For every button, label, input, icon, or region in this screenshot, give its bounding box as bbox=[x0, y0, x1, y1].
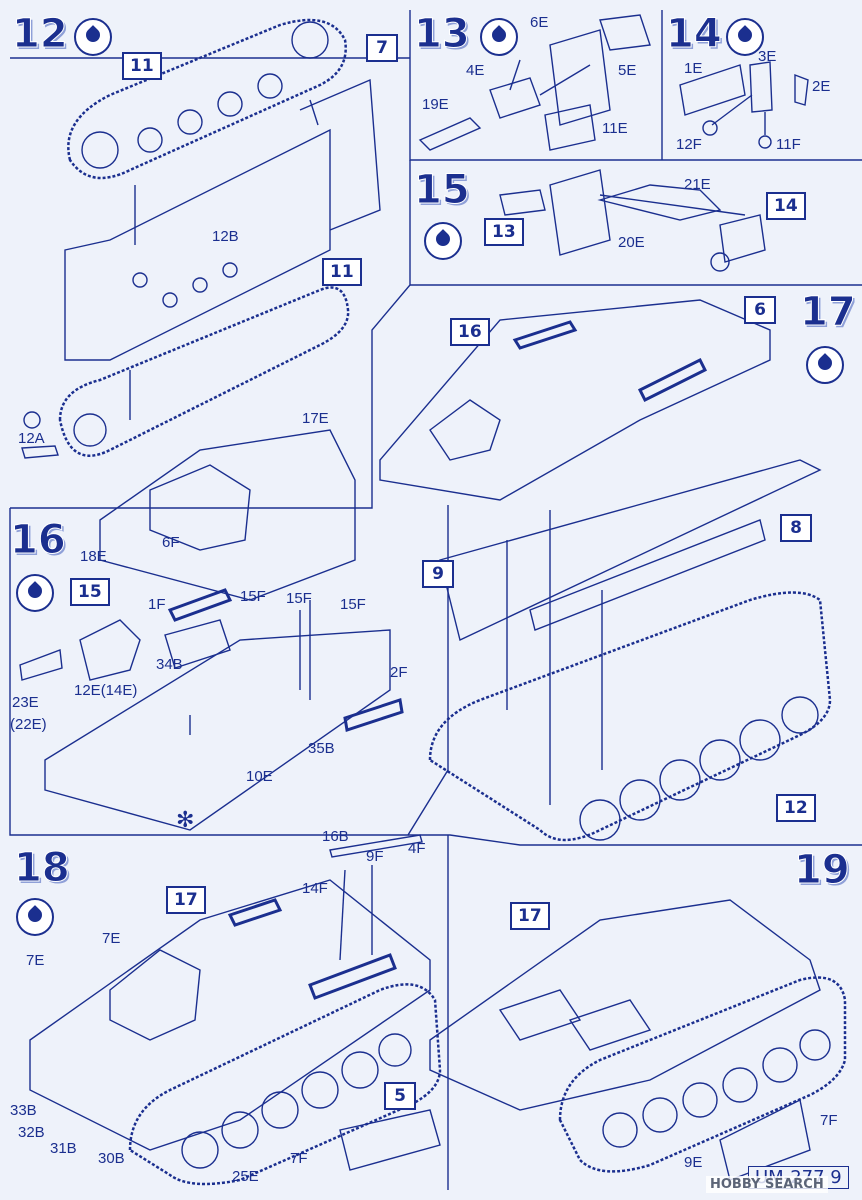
part-label: 7E bbox=[26, 952, 45, 969]
ref-box-6: 6 bbox=[744, 296, 776, 324]
step-number-18: 18 bbox=[14, 845, 71, 891]
part-label: 7F bbox=[290, 1150, 308, 1167]
part-label: 16B bbox=[322, 828, 349, 845]
paint-drop-icon bbox=[16, 574, 54, 612]
step14-drawing bbox=[679, 61, 809, 149]
part-label: 32B bbox=[18, 1124, 45, 1141]
part-label: 25E bbox=[232, 1168, 259, 1185]
part-label: 4E bbox=[466, 62, 485, 79]
part-label: 2F bbox=[390, 664, 408, 681]
part-label: 10E bbox=[246, 768, 273, 785]
part-label: 9F bbox=[366, 848, 384, 865]
ref-box-11: 11 bbox=[122, 52, 162, 80]
paint-drop-icon bbox=[806, 346, 844, 384]
part-label: 12F bbox=[676, 136, 702, 153]
part-label: 9E bbox=[684, 1154, 703, 1171]
part-label: 35B bbox=[308, 740, 335, 757]
ref-box-17: 17 bbox=[166, 886, 206, 914]
part-label: 20E bbox=[618, 234, 645, 251]
ref-box-15: 15 bbox=[70, 578, 110, 606]
paint-drop-icon bbox=[16, 898, 54, 936]
step12-drawing bbox=[21, 18, 381, 459]
watermark: HOBBY SEARCH bbox=[706, 1176, 828, 1193]
part-label: 12E(14E) bbox=[74, 682, 138, 699]
part-label: 30B bbox=[98, 1150, 125, 1167]
step-number-12: 12 bbox=[12, 11, 69, 57]
part-label: 2E bbox=[812, 78, 831, 95]
step17-drawing bbox=[379, 299, 832, 842]
part-label: 15F bbox=[240, 588, 266, 605]
part-label: 6E bbox=[530, 14, 549, 31]
part-label: 1F bbox=[148, 596, 166, 613]
part-label: 34B bbox=[156, 656, 183, 673]
part-label: 33B bbox=[10, 1102, 37, 1119]
part-label: 1E bbox=[684, 60, 703, 77]
paint-drop-icon bbox=[424, 222, 462, 260]
step18-drawing bbox=[29, 834, 442, 1186]
part-label: 5E bbox=[618, 62, 637, 79]
part-label: 12B bbox=[212, 228, 239, 245]
part-label: 17E bbox=[302, 410, 329, 427]
ref-box-17: 17 bbox=[510, 902, 550, 930]
step-number-19: 19 bbox=[794, 847, 851, 893]
ref-box-9: 9 bbox=[422, 560, 454, 588]
part-label: 14F bbox=[302, 880, 328, 897]
ref-box-13: 13 bbox=[484, 218, 524, 246]
part-label: 6F bbox=[162, 534, 180, 551]
part-label: 12A bbox=[18, 430, 45, 447]
step-number-17: 17 bbox=[800, 289, 857, 335]
part-label: 23E bbox=[12, 694, 39, 711]
part-label: 18E bbox=[80, 548, 107, 565]
step19-drawing bbox=[429, 899, 847, 1181]
part-label: 15F bbox=[286, 590, 312, 607]
part-label: 11E bbox=[602, 120, 628, 137]
part-label: 3E bbox=[758, 48, 777, 65]
part-label: 31B bbox=[50, 1140, 77, 1157]
ref-box-12: 12 bbox=[776, 794, 816, 822]
part-label: 7F bbox=[820, 1112, 838, 1129]
step15-drawing bbox=[499, 169, 766, 272]
asterisk-icon: ✻ bbox=[176, 808, 195, 833]
part-label: 7E bbox=[102, 930, 121, 947]
ref-box-8: 8 bbox=[780, 514, 812, 542]
part-label: 11F bbox=[776, 136, 801, 153]
ref-box-7: 7 bbox=[366, 34, 398, 62]
step-number-15: 15 bbox=[414, 167, 471, 213]
ref-box-5: 5 bbox=[384, 1082, 416, 1110]
part-label: 21E bbox=[684, 176, 711, 193]
paint-drop-icon bbox=[480, 18, 518, 56]
step-number-16: 16 bbox=[10, 517, 67, 563]
panel-dividers bbox=[9, 10, 862, 1190]
ref-box-11: 11 bbox=[322, 258, 362, 286]
part-label: 4F bbox=[408, 840, 426, 857]
step16-drawing bbox=[19, 429, 404, 831]
ref-box-14: 14 bbox=[766, 192, 806, 220]
ref-box-16: 16 bbox=[450, 318, 490, 346]
step-number-14: 14 bbox=[666, 11, 723, 57]
step13-drawing bbox=[418, 14, 651, 151]
part-label: 19E bbox=[422, 96, 449, 113]
paint-drop-icon bbox=[74, 18, 112, 56]
part-label: 15F bbox=[340, 596, 366, 613]
paint-drop-icon bbox=[726, 18, 764, 56]
step-number-13: 13 bbox=[414, 11, 471, 57]
part-label: (22E) bbox=[10, 716, 47, 733]
